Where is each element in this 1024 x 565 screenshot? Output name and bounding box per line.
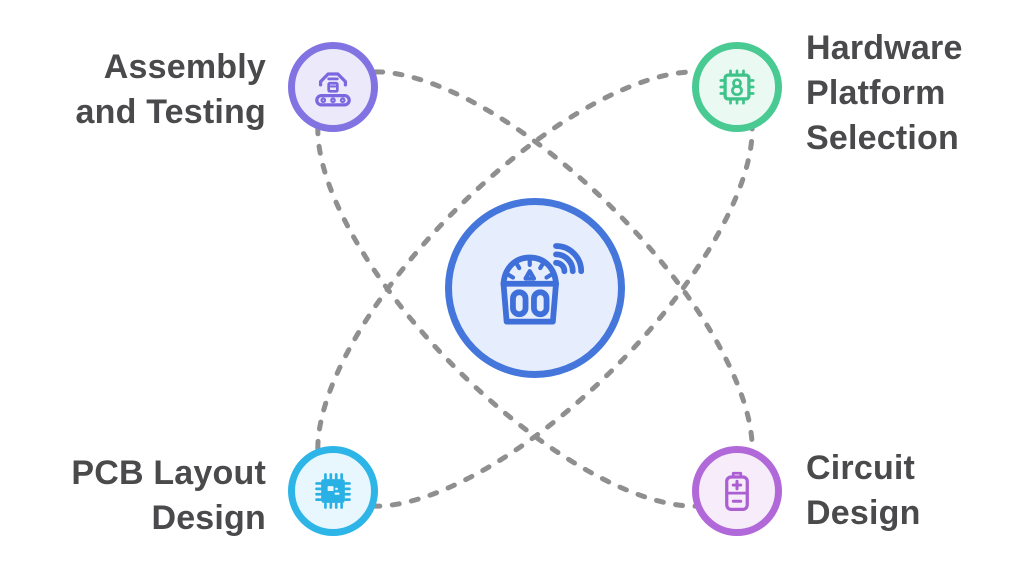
label-line: Platform bbox=[806, 74, 946, 112]
center-node-smart-scale bbox=[445, 198, 625, 378]
label-line: Design bbox=[151, 499, 266, 537]
label-line: Hardware bbox=[806, 29, 963, 67]
label-line: Assembly bbox=[103, 48, 266, 86]
label-hardware-platform-selection: Hardware Platform Selection bbox=[806, 26, 963, 161]
chip-lock-icon bbox=[719, 69, 755, 105]
battery-icon bbox=[725, 471, 749, 511]
node-hardware-platform-selection bbox=[692, 42, 782, 132]
label-line: Selection bbox=[806, 119, 959, 157]
smart-scale-wifi-icon bbox=[500, 243, 585, 325]
label-line: Design bbox=[806, 494, 921, 532]
node-assembly-and-testing bbox=[288, 42, 378, 132]
label-line: PCB Layout bbox=[71, 454, 266, 492]
node-pcb-layout-design bbox=[288, 446, 378, 536]
pcb-chip-icon bbox=[315, 473, 351, 509]
label-line: and Testing bbox=[75, 93, 266, 131]
label-circuit-design: Circuit Design bbox=[806, 446, 921, 536]
robotic-assembly-icon bbox=[315, 72, 351, 107]
label-assembly-and-testing: Assembly and Testing bbox=[0, 45, 266, 135]
label-pcb-layout-design: PCB Layout Design bbox=[0, 451, 266, 541]
label-line: Circuit bbox=[806, 449, 916, 487]
node-circuit-design bbox=[692, 446, 782, 536]
